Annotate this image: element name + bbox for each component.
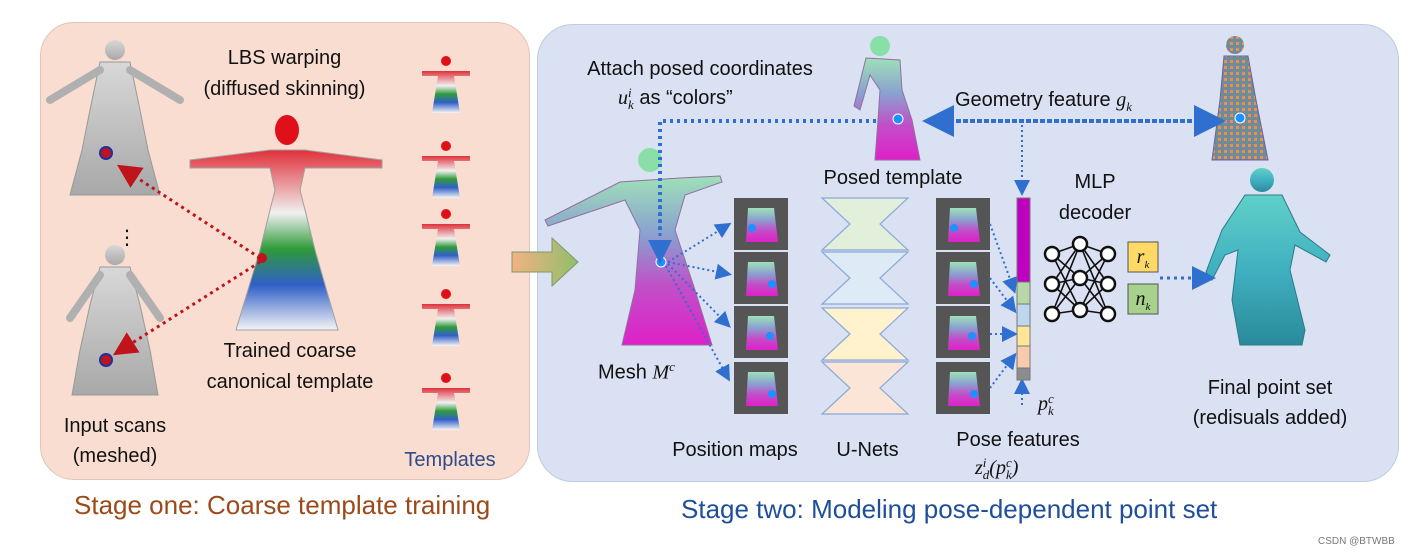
warp-arrow-bottom xyxy=(112,260,261,356)
template-label-line2: canonical template xyxy=(206,371,374,393)
input-scan-top xyxy=(46,40,184,196)
rk-label: rk xyxy=(1128,245,1158,277)
mlp-label-line1: MLP xyxy=(1074,171,1116,193)
stage-one-caption: Stage one: Coarse template training xyxy=(74,490,491,520)
mesh-symbol: M xyxy=(652,361,670,384)
watermark: CSDN @BTWBB xyxy=(1318,536,1395,547)
position-maps-label: Position maps xyxy=(672,439,798,461)
position-maps-column xyxy=(734,198,788,414)
attach-rest: as “colors” xyxy=(633,87,733,109)
pose-feature-maps-column xyxy=(936,198,990,414)
mesh-label: Mesh Mc xyxy=(598,355,718,385)
unets-label: U-Nets xyxy=(836,439,899,461)
template-label-line1: Trained coarse xyxy=(223,340,357,362)
mesh-text: Mesh xyxy=(598,361,653,384)
unets-column xyxy=(820,197,910,415)
rk-box xyxy=(1127,241,1159,273)
mlp-label-line2: decoder xyxy=(1058,202,1132,224)
geometry-text: Geometry feature xyxy=(955,89,1117,111)
mesh-to-maps-arrows xyxy=(665,222,732,382)
lbs-label-line2: (diffused skinning) xyxy=(203,78,366,100)
input-scan-bottom xyxy=(66,245,164,396)
geometry-feature-figure xyxy=(1211,36,1269,161)
p-sup: c xyxy=(1048,390,1054,406)
attach-label-line1: Attach posed coordinates xyxy=(587,58,813,80)
posed-template-figure xyxy=(853,36,921,161)
stage-two-caption: Stage two: Modeling pose-dependent point… xyxy=(681,494,1218,524)
mesh-figure xyxy=(544,148,723,346)
z-arg-sub: k xyxy=(1005,466,1012,482)
scan-ellipsis: ⋮ xyxy=(117,227,137,249)
stage-transition-arrow xyxy=(511,236,579,288)
pose-features-label: Pose features xyxy=(956,429,1080,451)
nk-box xyxy=(1127,283,1159,315)
z-close: ) xyxy=(1011,457,1019,479)
final-label-line2: (redisuals added) xyxy=(1192,407,1348,429)
n-sub: k xyxy=(1145,301,1151,313)
p-symbol: p xyxy=(1038,393,1048,415)
u-symbol: u xyxy=(618,87,628,109)
z-sub: d xyxy=(982,466,990,482)
u-sup: i xyxy=(628,84,632,100)
g-symbol: g xyxy=(1116,89,1127,111)
z-arg-sup: c xyxy=(1005,454,1012,470)
g-sub: k xyxy=(1126,99,1132,114)
templates-label: Templates xyxy=(404,449,496,471)
p-sub: k xyxy=(1048,402,1054,418)
lbs-label-line1: LBS warping xyxy=(227,47,342,69)
r-symbol: r xyxy=(1136,246,1145,268)
final-point-set-figure xyxy=(1205,168,1331,346)
z-arg: (p xyxy=(989,457,1006,479)
mlp-network xyxy=(1043,235,1117,323)
input-scans-line2: (meshed) xyxy=(72,445,158,467)
z-sup: i xyxy=(982,454,987,470)
maps-to-vector-arrows xyxy=(989,223,1018,389)
geometry-feature-label: Geometry feature gk xyxy=(955,88,1185,119)
final-label-line1: Final point set xyxy=(1207,377,1333,399)
z-symbol: z xyxy=(975,457,983,479)
n-symbol: n xyxy=(1135,288,1146,310)
attach-connector xyxy=(658,119,880,230)
r-sub: k xyxy=(1144,259,1150,271)
input-scans-line1: Input scans xyxy=(63,415,167,437)
template-thumbnails xyxy=(422,56,470,430)
u-sub: k xyxy=(628,96,634,112)
nk-label: nk xyxy=(1128,287,1158,319)
warp-arrow-top xyxy=(116,164,261,260)
feature-vector xyxy=(1016,197,1031,381)
canonical-template-figure xyxy=(189,115,383,331)
mesh-sup: c xyxy=(669,359,675,374)
posed-template-label: Posed template xyxy=(823,167,963,189)
